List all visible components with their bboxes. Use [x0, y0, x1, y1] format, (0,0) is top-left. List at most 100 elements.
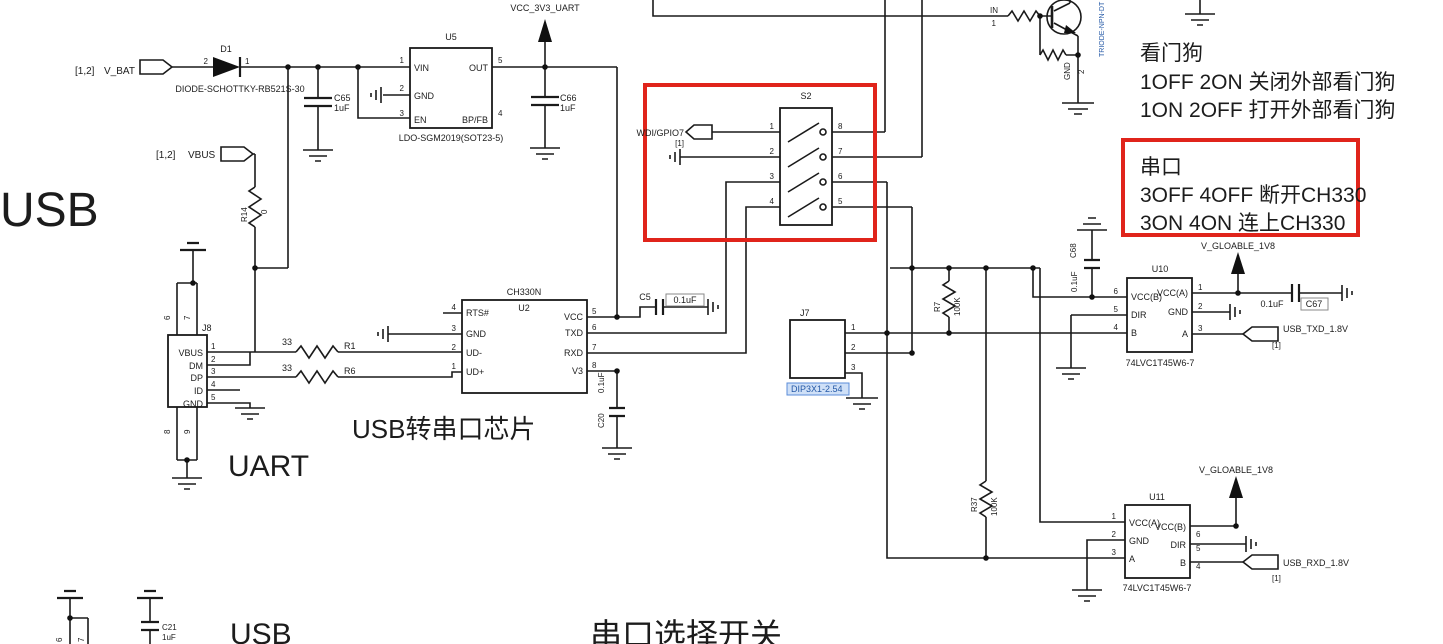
port-usb-rxd: USB_RXD_1.8V — [1283, 558, 1349, 568]
u11-n3: 3 — [1112, 548, 1117, 557]
u2-pin-rxd: RXD — [564, 348, 584, 358]
u10-pin-vcca: VCC(A) — [1157, 288, 1188, 298]
u10-n5: 5 — [1114, 305, 1119, 314]
u10-pin-dir: DIR — [1131, 310, 1147, 320]
label-uart: UART — [228, 450, 309, 483]
c20-val: 0.1uF — [597, 372, 606, 393]
resistor-r14[interactable] — [247, 186, 263, 228]
u2-n3: 3 — [452, 324, 457, 333]
s2-ref: S2 — [800, 91, 811, 101]
j7-part: DIP3X1-2.54 — [791, 384, 843, 394]
u5-pin-bpfb: BP/FB — [462, 115, 488, 125]
u11-pin-b: B — [1180, 558, 1186, 568]
q1-part: TRIODE-NPN-DT — [1099, 1, 1106, 57]
resistor-r37[interactable] — [978, 480, 994, 518]
j7-body[interactable] — [789, 319, 846, 379]
net-vgloable-1v8-a: V_GLOABLE_1V8 — [1201, 241, 1275, 251]
power-arrow-vg18-a — [1231, 252, 1245, 274]
u11-n5: 5 — [1196, 544, 1201, 553]
usb-bottom-label: USB — [230, 618, 292, 644]
port-flag-usb-txd[interactable] — [1241, 326, 1279, 342]
port-wdi-scope: [1] — [675, 139, 684, 148]
wire-power-rails[interactable] — [172, 42, 708, 318]
capacitor-c20[interactable] — [609, 406, 625, 418]
u2-n4: 4 — [452, 303, 457, 312]
resistor-r6[interactable] — [295, 369, 339, 385]
capacitor-c21[interactable] — [141, 620, 159, 632]
c67-ref: C67 — [1306, 299, 1323, 309]
vbus-label: VBUS — [188, 150, 216, 161]
capacitor-c5[interactable] — [654, 299, 665, 315]
resistor-emitter[interactable] — [1039, 48, 1067, 62]
u2-body[interactable] — [461, 299, 588, 394]
j8-pin-id: ID — [194, 386, 204, 396]
j8-n2: 2 — [211, 355, 216, 364]
c66-val: 1uF — [560, 103, 576, 113]
u10-body[interactable] — [1126, 277, 1193, 353]
u11-body[interactable] — [1124, 504, 1191, 579]
port-flag-vbat[interactable] — [139, 59, 174, 75]
port-usb-txd-scope: [1] — [1272, 341, 1281, 350]
note-watchdog-line2: 1ON 2OFF 打开外部看门狗 — [1140, 99, 1396, 122]
resistor-r7[interactable] — [941, 280, 957, 318]
u2-pin-vcc: VCC — [564, 312, 584, 322]
power-arrow-vcc3v3 — [538, 19, 552, 42]
diode-d1[interactable] — [213, 57, 242, 77]
u5-body[interactable] — [409, 47, 493, 129]
highlight-box-switch — [643, 83, 877, 242]
bl-n6: 6 — [55, 637, 64, 642]
u5-part: LDO-SGM2019(SOT23-5) — [399, 133, 504, 143]
resistor-base[interactable] — [1007, 9, 1041, 23]
r37-ref: R37 — [970, 497, 979, 512]
port-flag-usb-rxd[interactable] — [1241, 554, 1279, 570]
s2-r7: 7 — [838, 147, 843, 156]
capacitor-c68[interactable] — [1084, 258, 1100, 270]
c21-val: 1uF — [162, 633, 176, 642]
c20-ref: C20 — [597, 413, 606, 428]
j7-part-selection-box[interactable] — [786, 382, 850, 396]
u10-n2: 2 — [1198, 302, 1203, 311]
u10-n4: 4 — [1114, 323, 1119, 332]
u10-pin-gnd: GND — [1168, 307, 1189, 317]
port-flag-vbus[interactable] — [220, 146, 255, 162]
j8-n9: 9 — [183, 429, 192, 434]
u2-ref: U2 — [518, 303, 530, 313]
u2-pin-v3: V3 — [572, 366, 583, 376]
wire-bottom-left[interactable] — [69, 598, 151, 644]
j8-pin-dm: DM — [189, 361, 203, 371]
wire-usb-serial-signals[interactable] — [388, 181, 780, 448]
r6-val: 33 — [282, 363, 292, 373]
note-serial-title: 串口 — [1140, 156, 1182, 179]
u2-n6: 6 — [592, 323, 597, 332]
u2-n8: 8 — [592, 361, 597, 370]
u11-n1: 1 — [1112, 512, 1117, 521]
wire-level-shifters[interactable] — [890, 230, 1342, 590]
u10-n1: 1 — [1198, 283, 1203, 292]
capacitor-c67[interactable] — [1290, 284, 1301, 302]
s2-r5: 5 — [838, 197, 843, 206]
u10-n3: 3 — [1198, 324, 1203, 333]
junction-dots — [67, 13, 1241, 621]
resistor-r1[interactable] — [295, 344, 339, 360]
switch-s2[interactable] — [779, 107, 833, 226]
wire-watchdog-transistor[interactable] — [652, 0, 1201, 103]
s2-l3: 3 — [770, 172, 775, 181]
j8-body[interactable] — [167, 334, 208, 408]
net-in: IN — [990, 6, 998, 15]
u2-n5: 5 — [592, 307, 597, 316]
port-flag-wdi[interactable] — [684, 124, 713, 140]
u10-n6: 6 — [1114, 287, 1119, 296]
capacitor-c65[interactable] — [304, 96, 332, 108]
d1-pin1: 1 — [245, 57, 250, 66]
u11-pin-gnd: GND — [1129, 536, 1150, 546]
capacitor-c66[interactable] — [531, 95, 559, 107]
port-wdi-label: WDI/GPIO7 — [636, 128, 684, 138]
c66-ref: C66 — [560, 93, 577, 103]
s2-l1: 1 — [770, 122, 775, 131]
u2-n2: 2 — [452, 343, 457, 352]
power-bar-symbols — [57, 241, 206, 600]
label-usb2serial: USB转串口芯片 — [352, 414, 535, 444]
u5-n3: 3 — [400, 109, 405, 118]
transistor-npn[interactable] — [1046, 0, 1082, 35]
